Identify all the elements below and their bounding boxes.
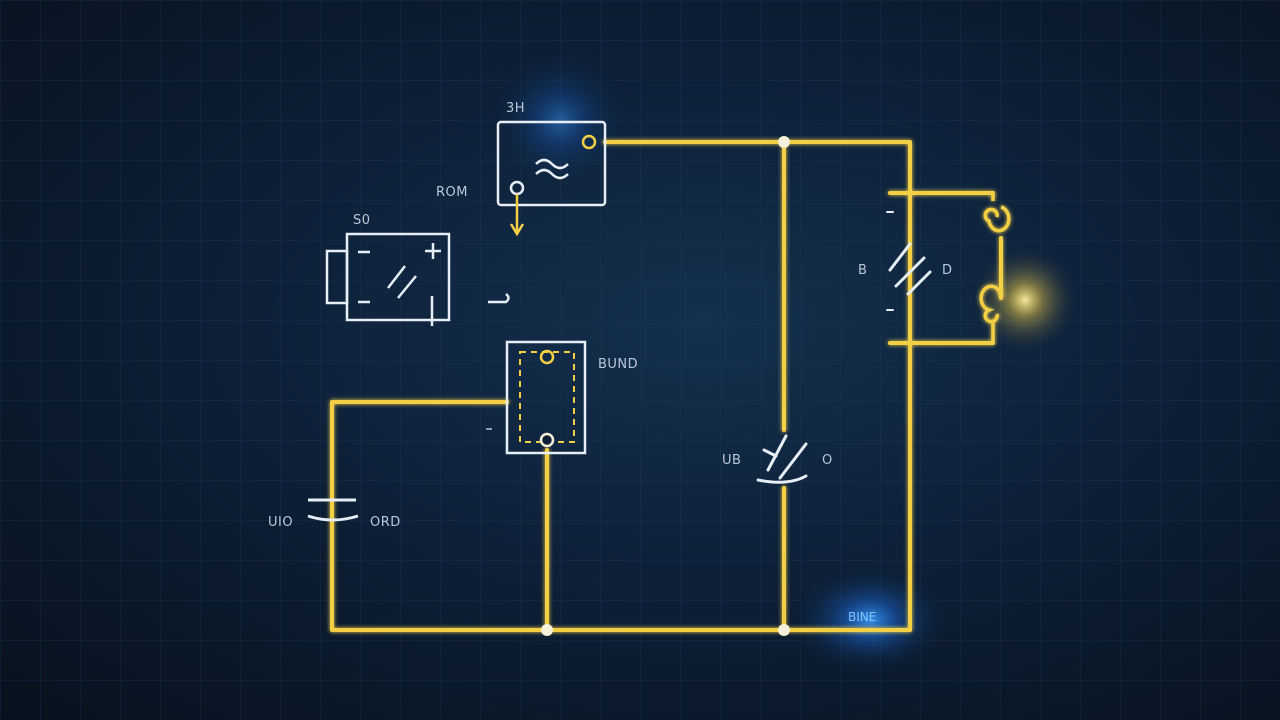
junction-dot	[778, 136, 790, 148]
oscillator-icon	[496, 120, 607, 237]
label-mid-cap-left: UB	[722, 453, 741, 468]
coil-glow	[970, 245, 1080, 355]
left-wire	[330, 400, 509, 524]
junction-dot	[778, 624, 790, 636]
label-corner-tag: BINE	[848, 610, 876, 624]
battery-icon	[325, 232, 510, 326]
label-right-cap-right: D	[942, 263, 953, 278]
label-top-box: 3H	[506, 101, 525, 116]
coil-icon	[979, 193, 1011, 343]
label-mid-cap-right: O	[822, 453, 833, 468]
label-battery-box: S0	[353, 213, 371, 228]
ic-chip-icon	[486, 340, 587, 455]
wires	[330, 140, 1003, 632]
label-top-box-side: ROM	[436, 185, 468, 200]
junction-dot	[541, 624, 553, 636]
coil-rails	[888, 191, 995, 345]
junctions	[541, 136, 790, 636]
label-ic-box: BUND	[598, 357, 638, 372]
outer-loop-wire	[330, 140, 912, 632]
label-right-cap-left: B	[858, 263, 867, 278]
capacitor-icon	[886, 211, 932, 311]
capacitor-icon	[307, 498, 359, 522]
capacitor-icon	[756, 434, 808, 484]
label-left-cap-right: ORD	[370, 515, 401, 530]
top-glow	[490, 50, 630, 190]
label-left-cap-left: UIO	[268, 515, 293, 530]
